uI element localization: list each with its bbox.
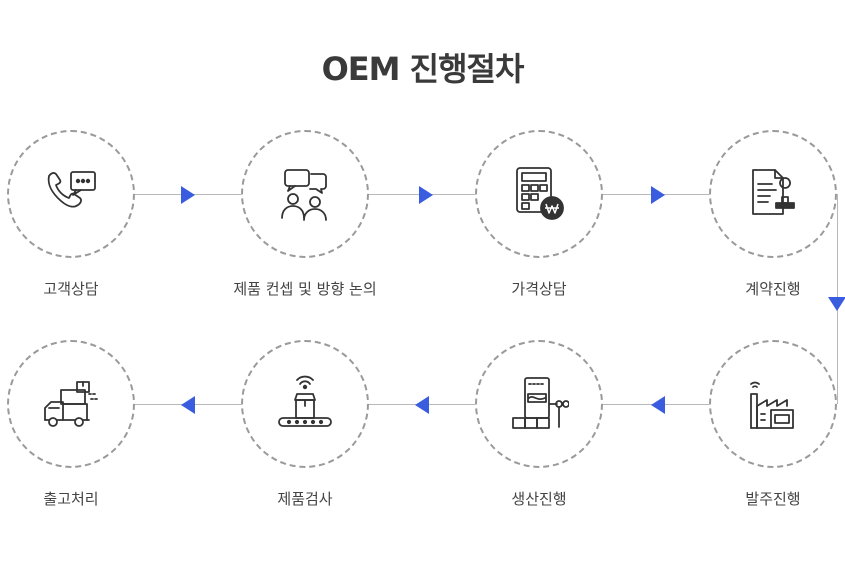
contract-stamp-icon bbox=[752, 169, 795, 215]
step-circle bbox=[241, 130, 369, 258]
factory-icon bbox=[750, 381, 794, 429]
step-contract: 계약진행 bbox=[709, 130, 837, 298]
step-shipping: 출고처리 bbox=[7, 340, 135, 508]
discussion-icon bbox=[281, 169, 327, 221]
step-concept-discussion: 제품 컨셉 및 방향 논의 bbox=[233, 130, 377, 298]
arrow-left-icon bbox=[415, 396, 429, 414]
step-circle bbox=[7, 130, 135, 258]
step-order: 발주진행 bbox=[709, 340, 837, 508]
arrow-left-icon bbox=[181, 396, 195, 414]
step-label: 발주진행 bbox=[745, 490, 801, 508]
production-machine-icon bbox=[512, 377, 569, 429]
step-label: 생산진행 bbox=[511, 490, 567, 508]
step-circle bbox=[475, 340, 603, 468]
arrow-left-icon bbox=[651, 396, 665, 414]
step-inspection: 제품검사 bbox=[241, 340, 369, 508]
step-production: 생산진행 bbox=[475, 340, 603, 508]
arrow-right-icon bbox=[181, 186, 195, 204]
step-label: 출고처리 bbox=[43, 490, 99, 508]
step-label: 제품검사 bbox=[277, 490, 333, 508]
step-customer-consultation: 고객상담 bbox=[7, 130, 135, 298]
step-circle bbox=[241, 340, 369, 468]
step-label: 가격상담 bbox=[511, 280, 567, 298]
arrow-right-icon bbox=[419, 186, 433, 204]
step-circle bbox=[709, 340, 837, 468]
conveyor-inspection-icon bbox=[278, 375, 332, 427]
page-title: OEM 진행절차 bbox=[321, 50, 525, 88]
calculator-won-icon bbox=[516, 167, 564, 220]
arrow-right-icon bbox=[651, 186, 665, 204]
step-price-consultation: 가격상담 bbox=[475, 130, 603, 298]
step-circle bbox=[475, 130, 603, 258]
delivery-truck-icon bbox=[44, 381, 98, 427]
step-label: 고객상담 bbox=[43, 280, 99, 298]
step-label: 제품 컨셉 및 방향 논의 bbox=[233, 280, 377, 298]
arrow-down-icon bbox=[828, 297, 845, 311]
phone-chat-icon bbox=[47, 171, 96, 208]
step-circle bbox=[7, 340, 135, 468]
step-circle bbox=[709, 130, 837, 258]
step-label: 계약진행 bbox=[745, 280, 801, 298]
